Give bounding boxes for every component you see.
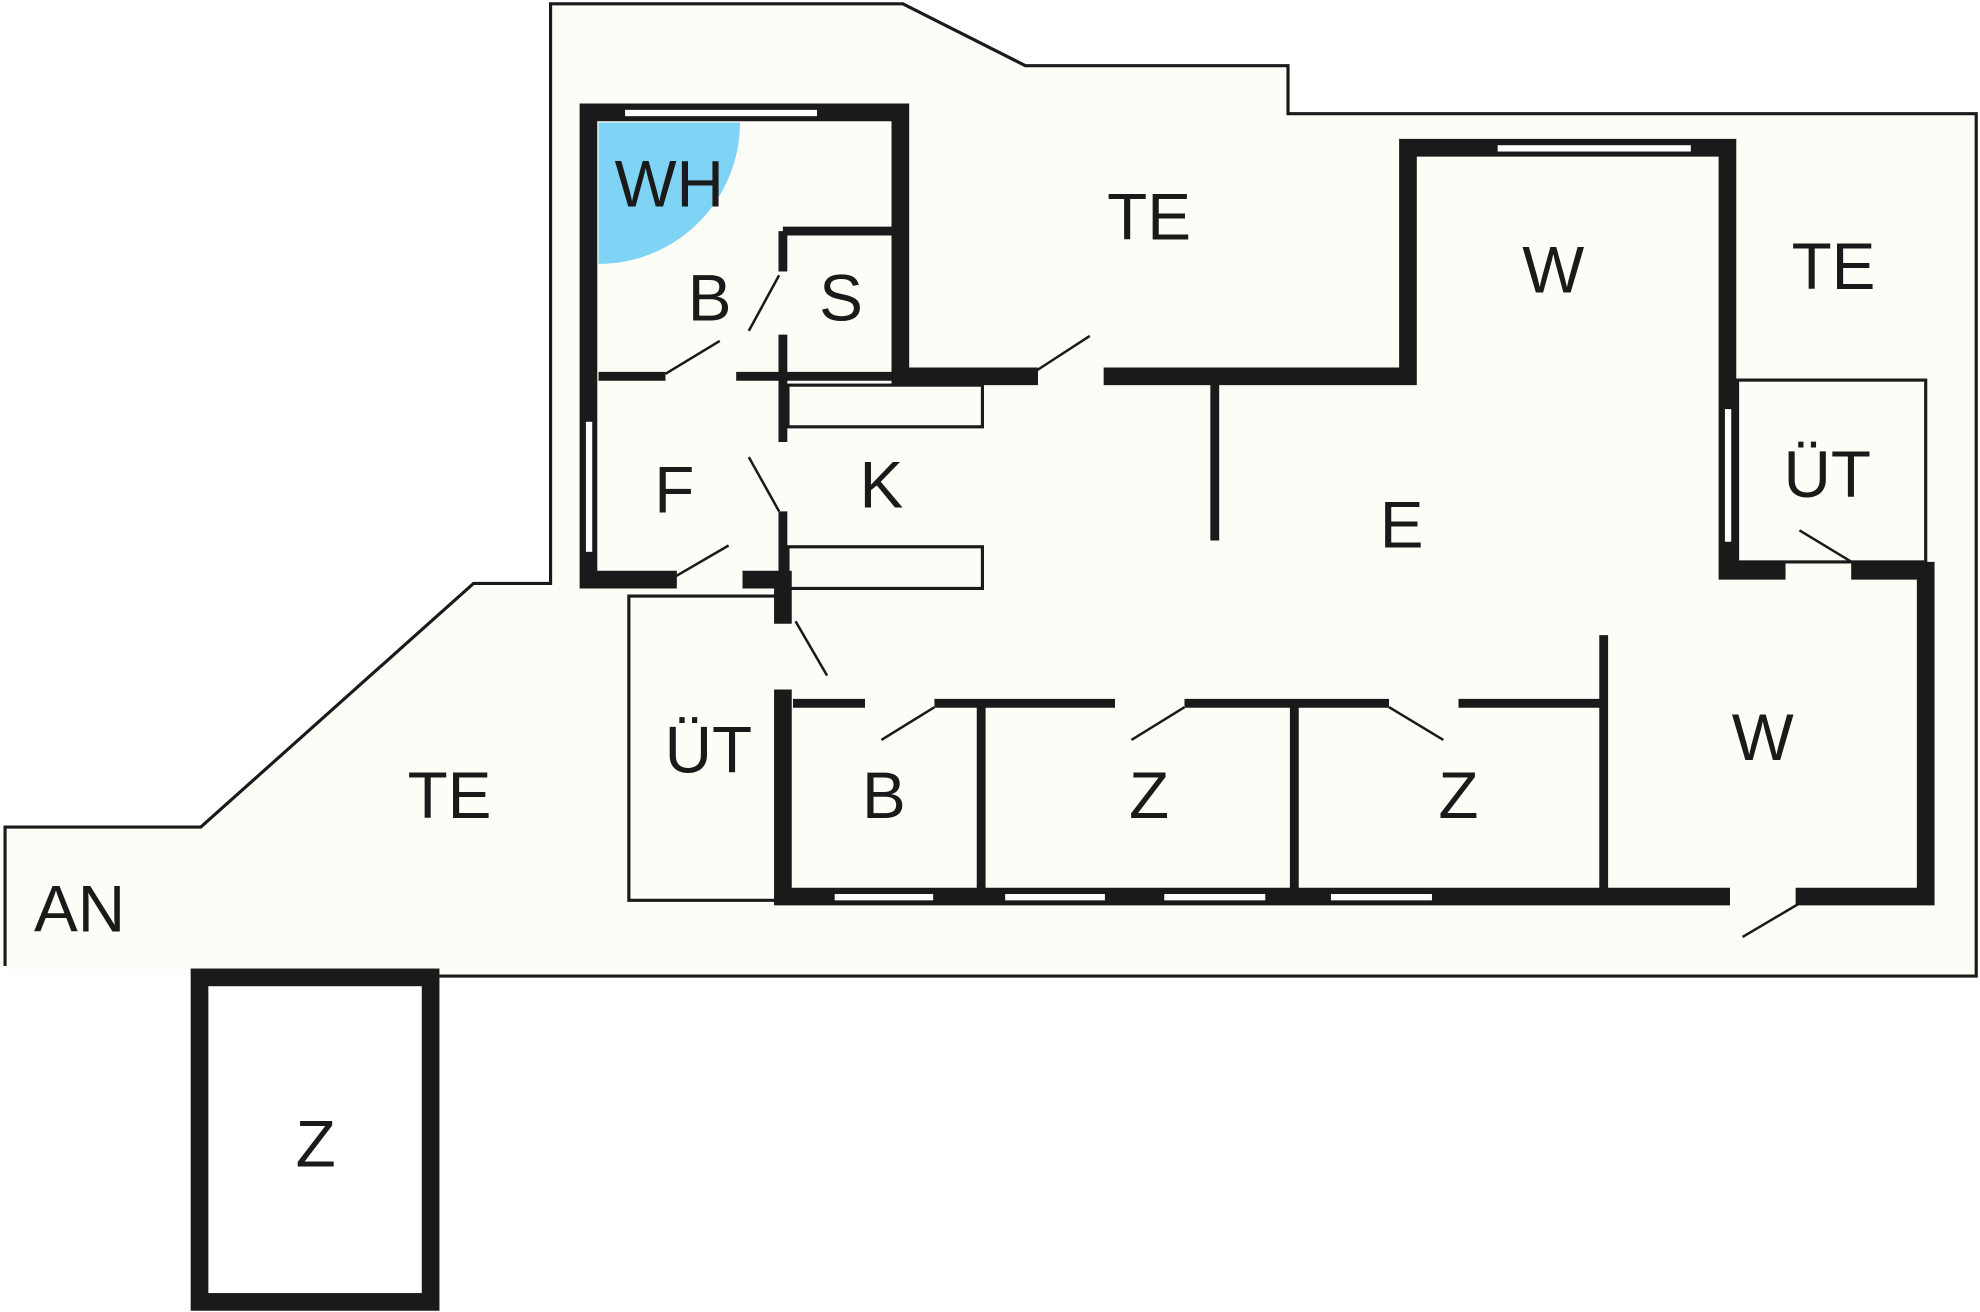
utility-room-left-walls [627, 594, 776, 902]
hot-tub [598, 122, 740, 264]
room-label-hall: F [654, 453, 694, 526]
room-label-entrance: AN [34, 873, 125, 946]
room-label-bedroom-2: Z [1438, 759, 1478, 832]
utility-room-right-walls [1735, 378, 1928, 564]
room-label-terrace-right: TE [1792, 230, 1876, 303]
room-label-wh: WH [615, 148, 724, 221]
door-swings [664, 274, 1855, 939]
room-label-utility-left: ÜT [665, 713, 753, 786]
door-openings [676, 366, 1852, 907]
room-label-living-bottom: W [1732, 701, 1794, 774]
room-label-sauna: S [819, 261, 863, 334]
room-label-bath-bottom: B [862, 759, 906, 832]
room-label-bedroom-1: Z [1129, 759, 1169, 832]
room-label-dining: E [1380, 489, 1424, 562]
room-labels: WH B S TE W TE F K E ÜT ÜT TE B Z Z W AN… [34, 148, 1876, 1181]
room-label-kitchen: K [860, 448, 904, 521]
room-label-living-top: W [1522, 234, 1584, 307]
room-label-terrace-left: TE [408, 759, 492, 832]
terrace-outline [3, 2, 1978, 978]
room-label-bath-top: B [688, 261, 732, 334]
windows [583, 107, 1734, 903]
kitchen-counter-bottom [786, 545, 985, 591]
interior-walls [598, 226, 1928, 902]
room-label-utility-right: ÜT [1783, 438, 1871, 511]
terrace-area [5, 3, 1977, 977]
room-label-terrace-top: TE [1107, 181, 1191, 254]
room-label-annex-bedroom: Z [296, 1107, 336, 1180]
annex-walls [190, 968, 440, 1311]
kitchen-counter-top [786, 383, 985, 429]
